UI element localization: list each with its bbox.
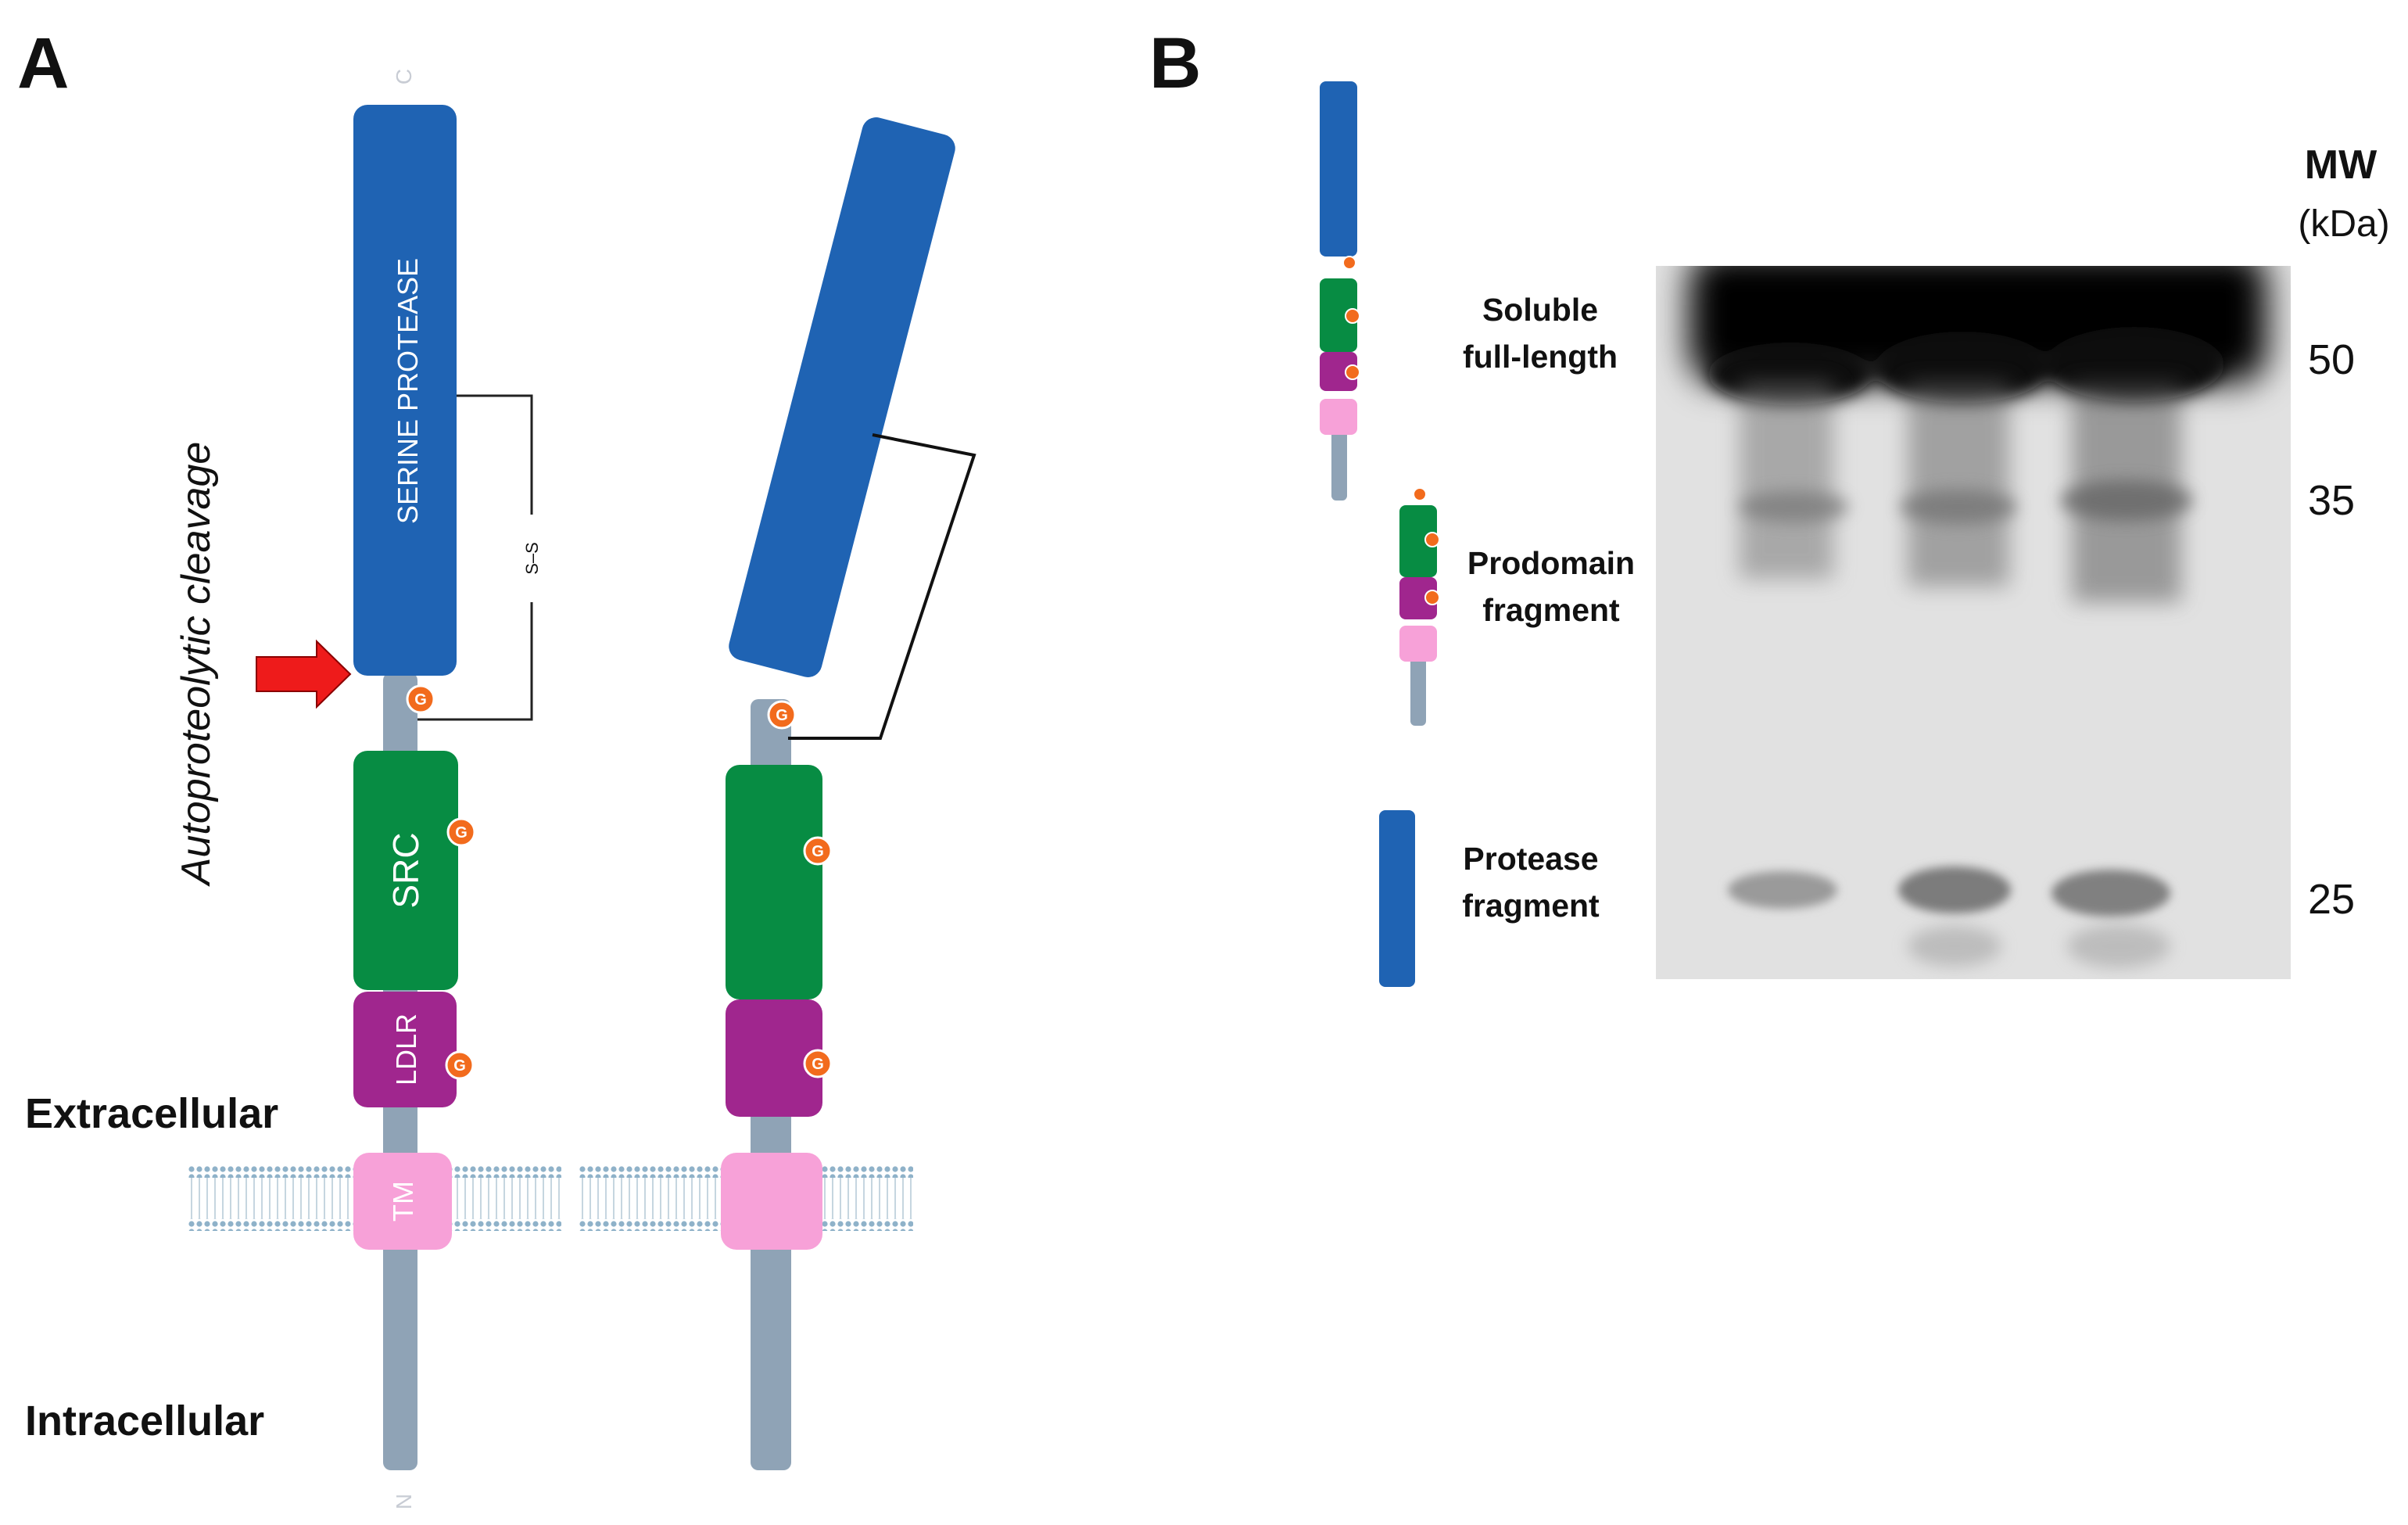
disulfide-bond-right <box>788 433 976 740</box>
disulfide-bond-left <box>457 394 533 515</box>
soluble-label-line2: full-length <box>1463 339 1618 375</box>
n-terminus-label: N <box>392 1494 416 1509</box>
glycosylation-icon <box>767 700 797 730</box>
extracellular-label: Extracellular <box>25 1090 278 1137</box>
full-length-protein: SERINE PROTEASE SRC LDLR TM C N S–S <box>353 69 542 1509</box>
prodomain-label-line1: Prodomain <box>1467 545 1635 581</box>
src-label: SRC <box>385 832 426 908</box>
cleavage-label: Autoproteolytic cleavage <box>174 442 219 888</box>
ldlr-domain <box>353 992 457 1107</box>
soluble-full-length-icon <box>1320 81 1360 501</box>
glycosylation-icon <box>446 817 476 847</box>
ldlr-label: LDLR <box>390 1014 422 1085</box>
western-blot <box>1656 266 2291 979</box>
tm-domain <box>353 1153 452 1250</box>
disulfide-label: S–S <box>522 542 542 575</box>
mw-marker-50: 50 <box>2308 336 2355 383</box>
ldlr-domain-cleaved <box>726 999 822 1117</box>
serine-protease-domain-cleaved <box>729 117 955 677</box>
cleavage-arrow <box>256 639 352 709</box>
cleaved-protein <box>721 117 976 1470</box>
mw-unit: (kDa) <box>2298 203 2389 245</box>
src-domain-cleaved <box>726 765 822 999</box>
mw-marker-25: 25 <box>2308 876 2355 923</box>
soluble-label-line1: Soluble <box>1482 292 1598 328</box>
src-domain <box>353 751 458 990</box>
prodomain-label-line2: fragment <box>1482 592 1620 628</box>
tm-label: TM <box>387 1181 419 1222</box>
glycosylation-icon <box>406 684 435 714</box>
mw-marker-35: 35 <box>2308 477 2355 524</box>
glycosylation-icon <box>445 1050 475 1080</box>
glycosylation-icon <box>803 1049 833 1078</box>
disulfide-bond-left-lower <box>417 602 533 721</box>
prodomain-fragment-icon <box>1399 487 1440 726</box>
serine-protease-label: SERINE PROTEASE <box>392 258 424 524</box>
intracellular-label: Intracellular <box>25 1398 264 1444</box>
glycosylation-icon <box>803 836 833 866</box>
protease-label-line1: Protease <box>1463 841 1598 877</box>
serine-protease-domain <box>353 105 457 676</box>
tm-domain-cleaved <box>721 1153 822 1250</box>
panel-a-label: A <box>17 23 69 103</box>
protease-label-line2: fragment <box>1462 888 1600 924</box>
mw-header: MW <box>2305 142 2378 188</box>
protease-fragment-icon <box>1379 810 1415 987</box>
c-terminus-label: C <box>392 69 416 84</box>
panel-b-label: B <box>1149 23 1201 103</box>
